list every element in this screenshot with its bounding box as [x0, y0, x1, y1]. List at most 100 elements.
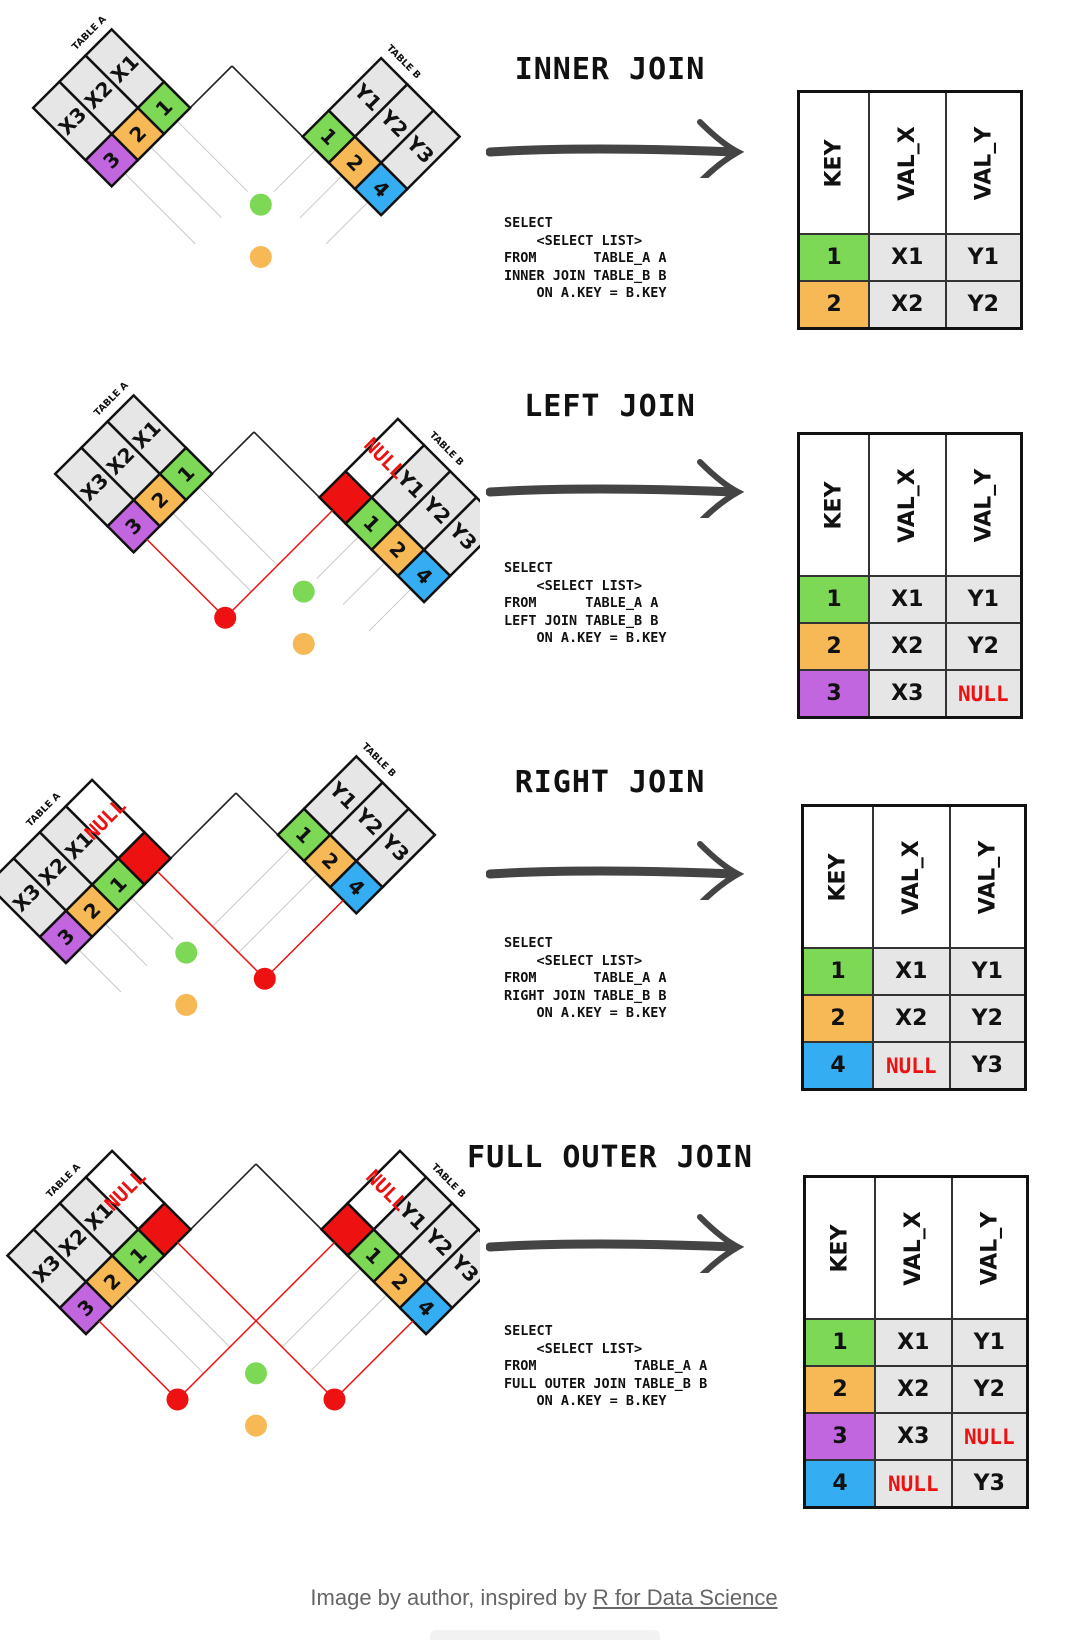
val-y-cell: Y1 — [948, 947, 1027, 996]
null-dot — [166, 1388, 189, 1411]
val-y-cell: Y2 — [948, 994, 1027, 1043]
value-cell — [422, 495, 480, 578]
join-title: RIGHT JOIN — [514, 765, 706, 800]
null-connector — [264, 899, 344, 980]
caption-text: Image by author, inspired by — [310, 1585, 593, 1610]
value-cell — [354, 806, 437, 889]
column-header: VAL_X — [868, 90, 947, 235]
val-y-cell: Y2 — [950, 1365, 1029, 1414]
caption-link[interactable]: R for Data Science — [592, 1585, 778, 1610]
null-connector — [156, 870, 266, 980]
val-x-cell: X1 — [874, 1318, 953, 1367]
val-y-cell: Y3 — [948, 1041, 1027, 1091]
sql-code: SELECT <SELECT LIST> FROM TABLE_A A LEFT… — [504, 560, 667, 646]
val-x-cell: X2 — [872, 994, 951, 1043]
key-cell: 1 — [801, 947, 874, 996]
bottom-handle — [430, 1630, 660, 1640]
match-dot-1 — [292, 580, 315, 603]
column-header: VAL_X — [868, 432, 947, 577]
column-header: KEY — [797, 432, 870, 577]
arrow-icon — [486, 1214, 745, 1273]
null-dot — [214, 606, 237, 629]
key-cell: 2 — [803, 1365, 876, 1414]
val-x-cell: X3 — [874, 1412, 953, 1461]
arrow-icon — [486, 841, 745, 900]
column-header: VAL_Y — [944, 432, 1023, 577]
null-connector — [333, 1320, 414, 1400]
value-cell — [379, 108, 462, 191]
val-y-cell: Y2 — [944, 280, 1023, 330]
val-x-cell: NULL — [874, 1459, 953, 1509]
column-header-label: VAL_Y — [970, 468, 996, 542]
val-x-cell: X1 — [868, 575, 947, 624]
key-cell: 2 — [801, 994, 874, 1043]
join-title: FULL OUTER JOIN — [467, 1140, 753, 1175]
join-grid — [124, 65, 369, 245]
value-cell — [53, 445, 136, 528]
null-connector — [146, 538, 226, 619]
key-cell: 1 — [803, 1318, 876, 1367]
arrow-icon — [486, 459, 745, 518]
match-dot-2 — [175, 993, 198, 1016]
column-header-label: KEY — [825, 852, 851, 902]
column-header-label: KEY — [821, 480, 847, 530]
null-value-cell — [345, 1149, 428, 1232]
key-cell: 4 — [801, 1041, 874, 1091]
column-header: VAL_X — [872, 804, 951, 949]
column-header-label: VAL_Y — [974, 840, 1000, 914]
join-title: INNER JOIN — [514, 52, 706, 87]
val-y-cell: Y2 — [944, 622, 1023, 671]
value-cell — [5, 1227, 88, 1310]
column-header-label: VAL_Y — [976, 1211, 1002, 1285]
match-dot-1 — [249, 193, 272, 216]
column-header: KEY — [797, 90, 870, 235]
column-header-label: VAL_X — [898, 839, 924, 915]
val-y-cell: Y1 — [950, 1318, 1029, 1367]
null-connector — [224, 509, 334, 619]
key-cell: 3 — [797, 669, 870, 719]
val-x-cell: NULL — [872, 1041, 951, 1091]
key-cell: 2 — [797, 622, 870, 671]
val-x-cell: X1 — [868, 233, 947, 282]
column-header: VAL_Y — [950, 1175, 1029, 1320]
val-x-cell: X2 — [868, 280, 947, 330]
val-x-cell: X1 — [872, 947, 951, 996]
key-cell: 1 — [797, 233, 870, 282]
val-y-cell: Y1 — [944, 233, 1023, 282]
val-y-cell: Y3 — [950, 1459, 1029, 1509]
column-header: VAL_Y — [944, 90, 1023, 235]
key-cell: 2 — [797, 280, 870, 330]
val-y-cell: Y1 — [944, 575, 1023, 624]
column-header: VAL_Y — [948, 804, 1027, 949]
sql-code: SELECT <SELECT LIST> FROM TABLE_A A INNE… — [504, 215, 667, 301]
value-cell — [0, 856, 68, 939]
match-dot-2 — [292, 632, 315, 655]
arrow-icon — [486, 119, 745, 178]
val-y-cell: NULL — [950, 1412, 1029, 1461]
null-value-cell — [343, 417, 426, 500]
